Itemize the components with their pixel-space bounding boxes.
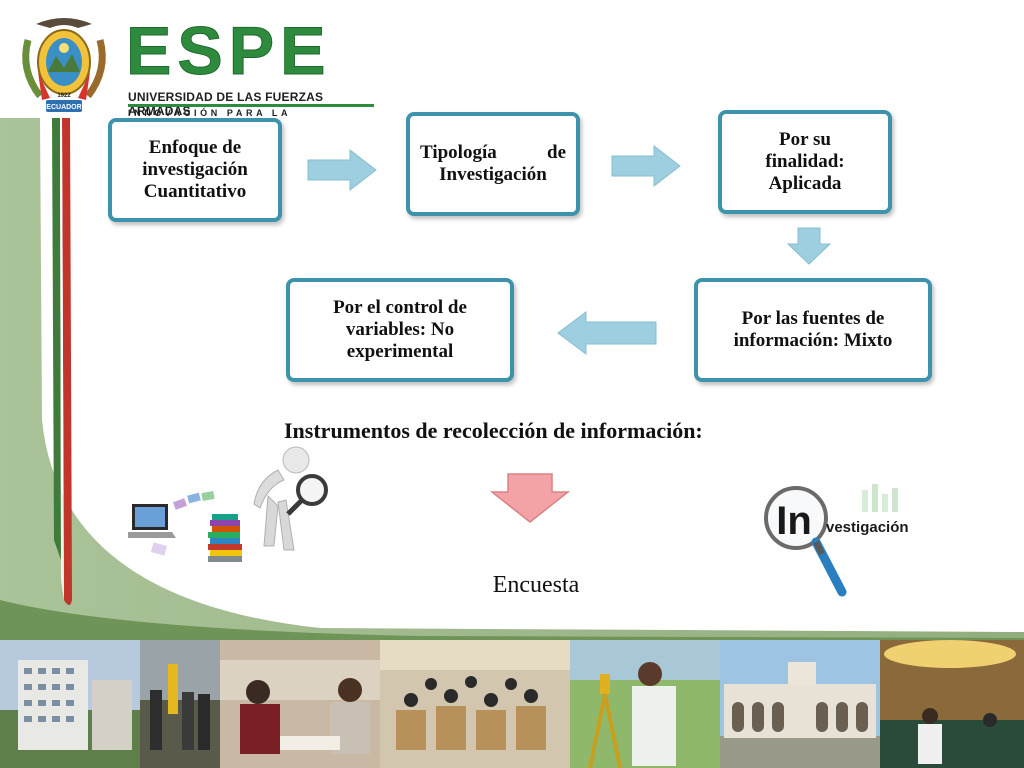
espe-logo: ECUADOR 1922 ESPE UNIVERSIDAD DE LAS FUE… [12,8,374,128]
flow-step-control-label: Por el control de variables: No experime… [333,297,467,362]
investigacion-prefix: In [776,499,812,543]
campus-photo-collage [0,640,1024,768]
logo-divider [128,104,374,107]
research-figure-illustration [128,446,328,562]
flow-arrow-down [786,227,832,265]
flow-step-finalidad: Por su finalidad: Aplicada [718,110,892,214]
flow-arrow-right-2 [611,144,681,188]
logo-university-name: UNIVERSIDAD DE LAS FUERZAS ARMADAS [128,90,324,118]
flow-step-tipologia: Tipología de Investigación [406,112,580,216]
result-encuesta: Encuesta [492,572,580,598]
result-arrow-down [490,473,570,523]
crest-year: 1922 [57,93,71,99]
flow-step-enfoque-label: Enfoque de investigación Cuantitativo [142,137,248,202]
flow-step-control: Por el control de variables: No experime… [286,278,514,382]
instruments-heading: Instrumentos de recolección de informaci… [284,418,703,443]
flow-step-tipologia-label: Tipología de Investigación [420,142,566,185]
flow-step-fuentes: Por las fuentes de información: Mixto [694,278,932,382]
flow-arrow-left [557,311,657,355]
investigacion-suffix: vestigación [826,519,909,536]
logo-wordmark: ESPE [125,13,332,89]
flow-step-fuentes-label: Por las fuentes de información: Mixto [733,308,893,351]
crest-label: ECUADOR [46,104,81,111]
flow-step-finalidad-label: Por su finalidad: Aplicada [765,129,845,194]
investigacion-magnifier-illustration: In vestigación [764,484,909,597]
flow-step-enfoque: Enfoque de investigación Cuantitativo [108,118,282,222]
ecuador-crest-icon: ECUADOR 1922 [22,18,106,112]
flow-arrow-right-1 [307,148,377,192]
